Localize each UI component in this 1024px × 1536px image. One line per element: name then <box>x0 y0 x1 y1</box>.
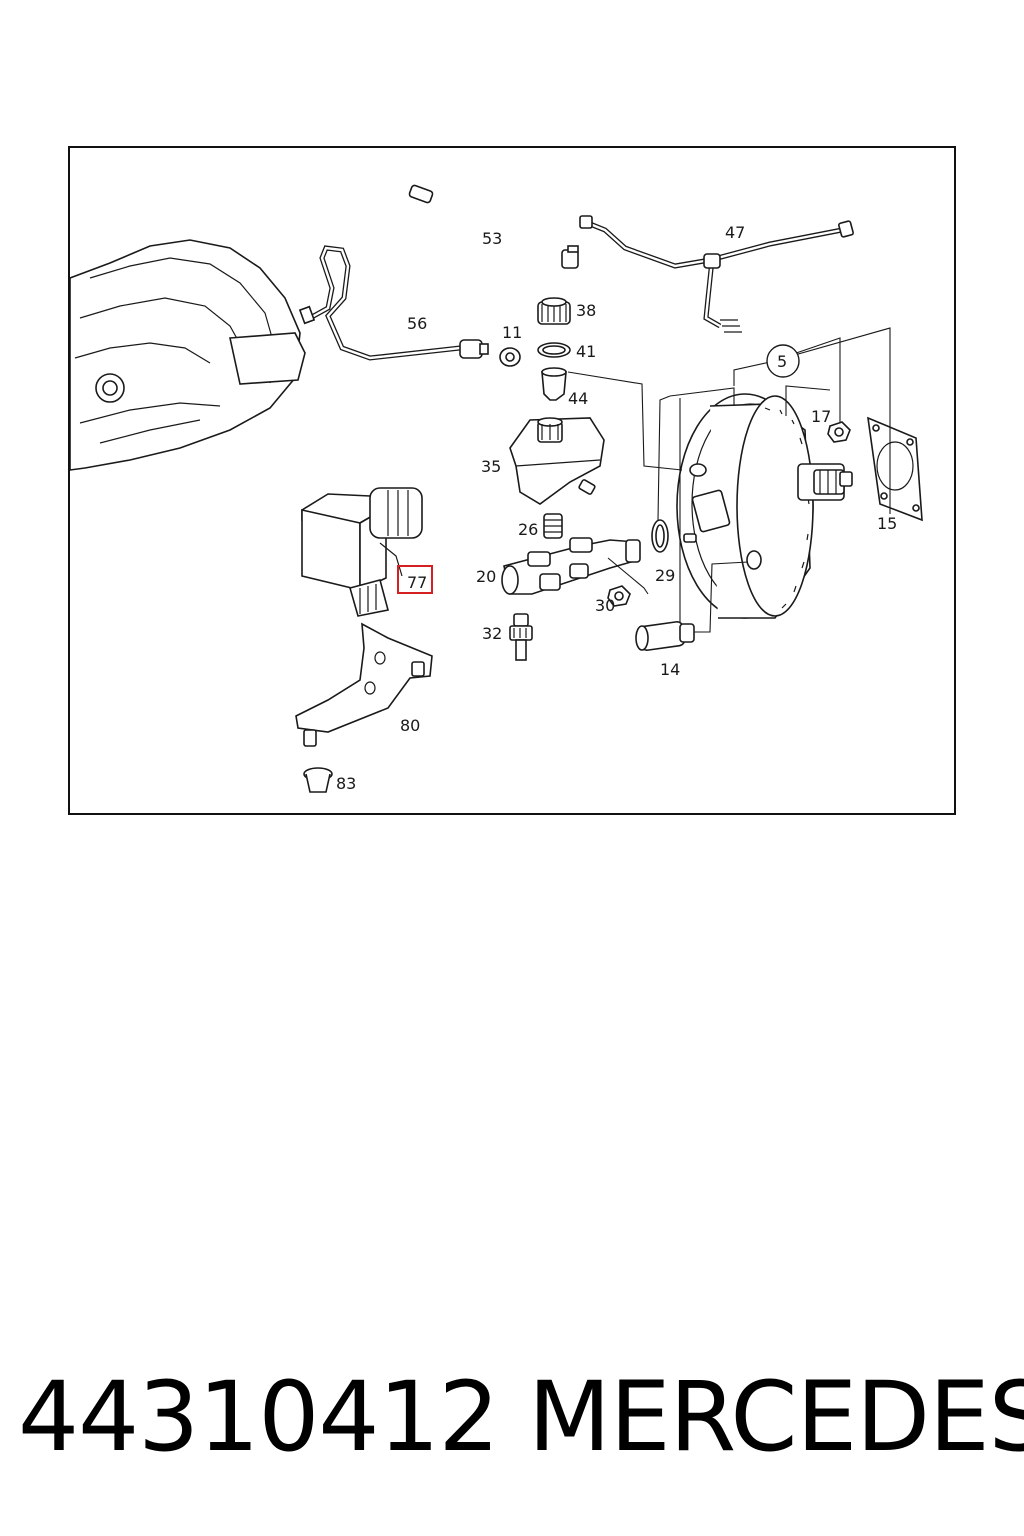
brake-line-56 <box>298 245 489 361</box>
callout-38: 38 <box>576 301 596 320</box>
callout-77: 77 <box>407 573 427 592</box>
brake-system-exploded-diagram: 53 47 56 11 38 41 44 5 17 35 15 26 20 29… <box>70 184 923 793</box>
callout-80: 80 <box>400 716 420 735</box>
abs-hydraulic-unit-77 <box>301 487 423 617</box>
grommet-11 <box>499 347 521 367</box>
reservoir-cap-38 <box>537 297 571 325</box>
callout-5: 5 <box>777 352 787 371</box>
brand-name: MERCEDES <box>528 1361 1024 1473</box>
parts-diagram-frame: 53 47 56 11 38 41 44 5 17 35 15 26 20 29… <box>68 146 956 815</box>
o-ring-29-inner <box>655 524 665 548</box>
fluid-reservoir-35 <box>509 417 605 505</box>
engine-block-illustration <box>70 239 306 471</box>
gasket-15 <box>867 416 923 522</box>
callout-77-highlight <box>397 565 433 594</box>
callout-32: 32 <box>482 624 502 643</box>
callout-5-circle <box>766 344 800 378</box>
callout-20: 20 <box>476 567 496 586</box>
callout-56: 56 <box>407 314 427 333</box>
master-cylinder-20 <box>501 537 641 595</box>
nut-30 <box>607 585 631 607</box>
part-number: 44310412 <box>18 1361 500 1473</box>
callout-29: 29 <box>655 566 675 585</box>
plug-26 <box>543 513 563 539</box>
callout-41: 41 <box>576 342 596 361</box>
grommet-83 <box>303 767 333 793</box>
callout-26: 26 <box>518 520 538 539</box>
callout-17: 17 <box>811 407 831 426</box>
callout-30: 30 <box>595 596 615 615</box>
callout-14: 14 <box>660 660 680 679</box>
strainer-filter-44-top <box>541 367 567 377</box>
callout-53: 53 <box>482 229 502 248</box>
callout-15: 15 <box>877 514 897 533</box>
brake-line-53 <box>368 184 579 278</box>
callout-47: 47 <box>725 223 745 242</box>
callout-11: 11 <box>502 323 522 342</box>
callout-35: 35 <box>481 457 501 476</box>
brake-line-47 <box>579 215 854 333</box>
seal-ring-41-inner <box>542 345 566 355</box>
callout-83: 83 <box>336 774 356 793</box>
brake-booster <box>676 393 853 619</box>
callout-44: 44 <box>568 389 588 408</box>
mounting-bracket-80 <box>295 622 433 747</box>
nut-17 <box>827 421 851 443</box>
vacuum-valve-14 <box>635 621 695 651</box>
pressure-sensor-32 <box>509 613 533 661</box>
